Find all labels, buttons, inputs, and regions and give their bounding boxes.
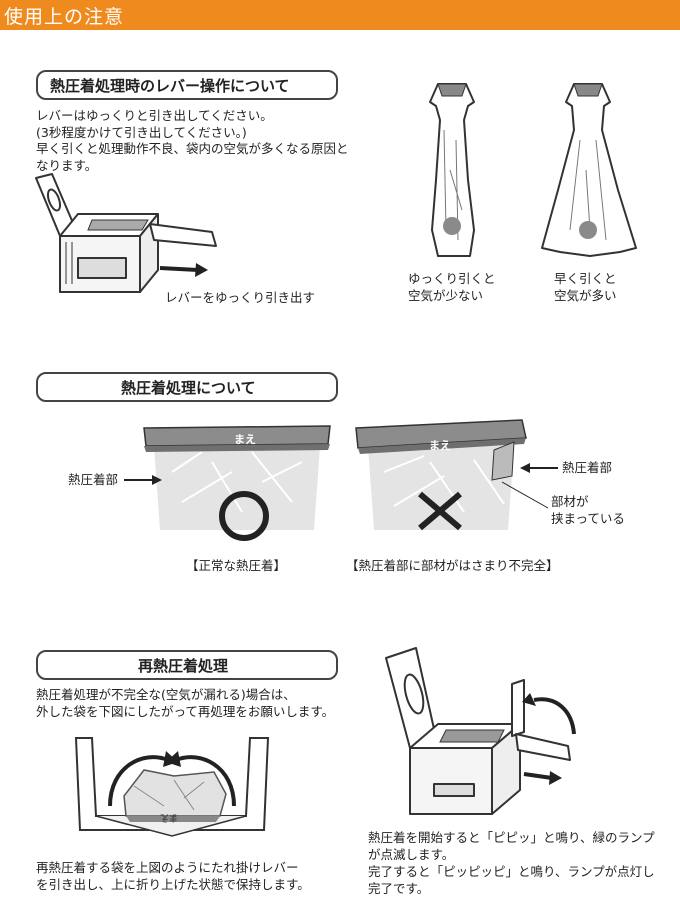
reseal-instruction-text: 熱圧着処理が不完全な(空気が漏れる)場合は、 外した袋を下図にしたがって再処理を… xyxy=(36,687,334,720)
text-line: 空気が少ない xyxy=(408,288,484,303)
normal-seal-illustration xyxy=(143,425,331,541)
seal-part-label-right: 熱圧着部 xyxy=(562,460,613,475)
text-line: なります。 xyxy=(36,157,98,173)
device-lever-up-illustration xyxy=(385,647,576,815)
lever-caption: レバーをゆっくり引き出す xyxy=(165,290,316,305)
reseal-bottom-right-text: 熱圧着を開始すると「ピピッ」と鳴り、緑のランプ が点滅します。 完了すると「ピッ… xyxy=(368,829,655,897)
page-header xyxy=(0,0,680,30)
text-line: 熱圧着処理が不完全な(空気が漏れる)場合は、 xyxy=(36,687,296,702)
arrow-right-icon xyxy=(124,475,162,485)
tray-front-label: まえ xyxy=(160,812,179,822)
section-heading-box-reseal xyxy=(36,650,338,680)
seal-part-label-left: 熱圧着部 xyxy=(68,472,119,487)
reseal-bottom-left-text: 再熱圧着する袋を上図のようにたれ掛けレバー を引き出し、上に折り上げた状態で保持… xyxy=(36,859,310,893)
material-label: 部材が 挟まっている xyxy=(551,493,625,527)
text-line: を引き出し、上に折り上げた状態で保持します。 xyxy=(36,877,310,892)
incomplete-seal-illustration xyxy=(355,419,527,531)
front-label-ok: まえ xyxy=(234,433,256,446)
text-line: 再熱圧着する袋を上図のようにたれ掛けレバー xyxy=(36,860,299,875)
page-title: 使用上の注意 xyxy=(4,6,125,28)
slow-caption: ゆっくり引くと 空気が少ない xyxy=(408,270,496,304)
text-line: 挟まっている xyxy=(551,511,625,526)
device-lever-illustration xyxy=(35,173,217,293)
text-line: 完了です。 xyxy=(368,881,430,896)
text-line: 早く引くと処理動作不良、袋内の空気が多くなる原因と xyxy=(36,141,349,156)
incomplete-seal-caption: 【熱圧着部に部材がはさまり不完全】 xyxy=(346,558,559,573)
text-line: (3秒程度かけて引き出してください。) xyxy=(36,124,247,140)
section-title-reseal: 再熱圧着処理 xyxy=(138,657,229,675)
text-line: 外した袋を下図にしたがって再処理をお願いします。 xyxy=(36,703,335,719)
pointer-line xyxy=(501,481,549,509)
text-line: 早く引くと xyxy=(554,271,617,286)
text-line: レバーはゆっくりと引き出してください。 xyxy=(36,108,273,123)
arrow-left-icon xyxy=(520,463,558,473)
text-line: が点滅します。 xyxy=(368,847,455,862)
section-heading-box-heat xyxy=(36,372,338,402)
normal-seal-caption: 【正常な熱圧着】 xyxy=(186,558,287,573)
section-title-heat: 熱圧着処理について xyxy=(121,379,256,397)
text-line: 完了すると「ピッピッピ」と鳴り、ランプが点灯し xyxy=(368,864,655,879)
text-line: 空気が多い xyxy=(554,288,617,303)
text-line: 部材が xyxy=(551,494,589,509)
fast-caption: 早く引くと 空気が多い xyxy=(554,270,617,304)
lever-instruction-text: レバーはゆっくりと引き出してください。 (3秒程度かけて引き出してください。) … xyxy=(36,108,349,174)
section-title-lever: 熱圧着処理時のレバー操作について xyxy=(50,77,290,95)
section-heading-box-lever xyxy=(36,70,338,100)
text-line: 熱圧着を開始すると「ピピッ」と鳴り、緑のランプ xyxy=(368,830,655,845)
reseal-tray-illustration xyxy=(74,737,270,837)
bag-slow-illustration xyxy=(429,83,475,257)
front-label-ng: まえ xyxy=(429,439,451,452)
text-line: ゆっくり引くと xyxy=(408,271,496,286)
bag-fast-illustration xyxy=(541,83,637,257)
